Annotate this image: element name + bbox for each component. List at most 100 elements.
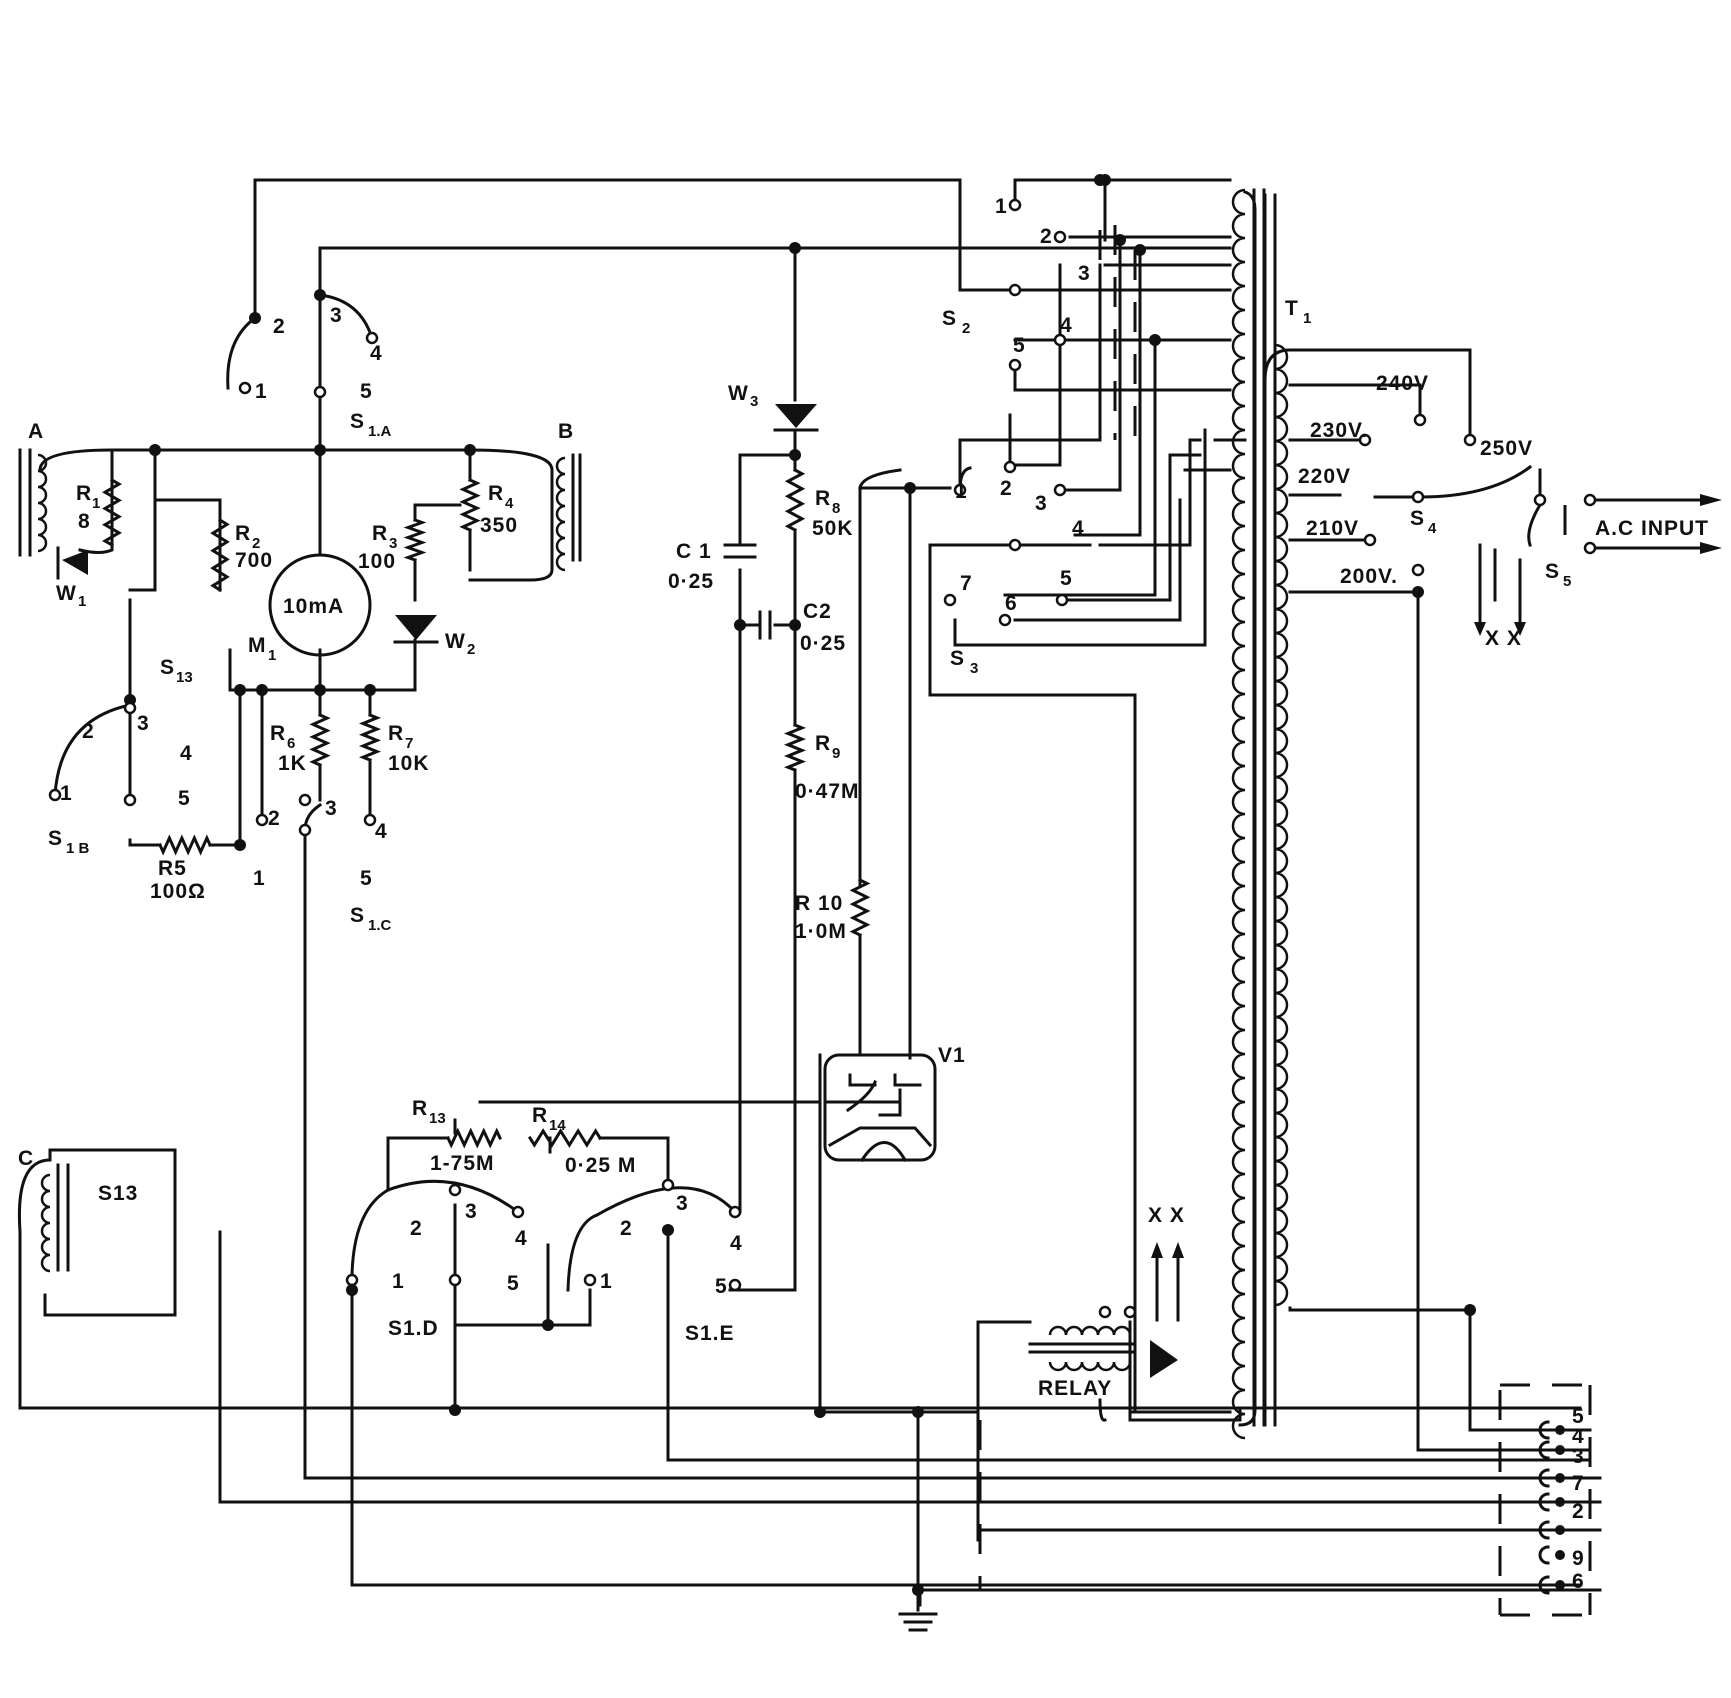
s1a-pos-4: 4 [370, 342, 383, 365]
s1e-pos-4: 4 [730, 1232, 743, 1255]
plug-pin-dot-3 [1555, 1497, 1565, 1507]
valve-v1 [823, 1053, 937, 1163]
junction-19 [1149, 334, 1161, 346]
terminal-5 [123, 701, 137, 715]
s1e-pos-1: 1 [600, 1270, 613, 1293]
plug-pin-dot-5 [1555, 1550, 1565, 1560]
label-c1: C 1 [676, 540, 712, 563]
terminal-6 [298, 823, 312, 837]
label-r1: R [76, 482, 92, 505]
s1c-pos-5: 5 [360, 867, 373, 890]
s3-pos-1: 1 [955, 480, 968, 503]
s1b-pos-4: 4 [180, 742, 193, 765]
label-r13-val: 1-75M [430, 1152, 495, 1175]
terminal-20 [998, 613, 1012, 627]
label-s1a: S [350, 410, 365, 433]
terminal-29 [1583, 493, 1597, 507]
resistor-r1 [102, 477, 122, 548]
diodes [56, 404, 819, 644]
junction-1 [249, 312, 261, 324]
terminal-33 [511, 1205, 525, 1219]
resistor-r4 [459, 478, 481, 532]
plug-pin-dot-1 [1555, 1445, 1565, 1455]
terminal-30 [1583, 541, 1597, 555]
s2-pos-1: 1 [995, 195, 1008, 218]
plug-pin-dot-6 [1555, 1580, 1565, 1590]
label-s1c: S [350, 904, 365, 927]
label-r8: R [815, 487, 831, 510]
label-r10: R 10 [795, 892, 843, 915]
label-r9: R [815, 732, 831, 755]
terminal-25 [1363, 533, 1377, 547]
s3-pos-6: 6 [1005, 592, 1018, 615]
plug-pin-7: 7 [1572, 1472, 1585, 1495]
label-v1: V1 [938, 1044, 966, 1067]
label-s13-sub: 13 [176, 669, 193, 686]
terminal-22 [1413, 413, 1427, 427]
label-r8-val: 50K [812, 517, 854, 540]
resistor-r9 [783, 723, 807, 772]
s1d-pos-1: 1 [392, 1270, 405, 1293]
label-s1a-sub: 1.A [368, 423, 392, 440]
component-labels: A B C R 1 8 R 2 700 R 3 100 R 4 350 R5 1… [18, 195, 1708, 1593]
label-s1b: S [48, 827, 63, 850]
label-w3: W [728, 382, 749, 405]
s1b-pos-1: 1 [60, 782, 73, 805]
terminal-1 [313, 385, 327, 399]
label-r9-val: 0·47M [795, 780, 860, 803]
label-r5: R5 [158, 857, 187, 880]
label-r2-sub: 2 [252, 535, 260, 552]
label-r13: R [412, 1097, 428, 1120]
label-relay: RELAY [1038, 1377, 1112, 1400]
label-200v: 200V. [1340, 565, 1398, 588]
label-r1-sub: 1 [92, 495, 100, 512]
plug-pin-9: 9 [1572, 1547, 1585, 1570]
s3-pos-5: 5 [1060, 567, 1073, 590]
s3-pos-3: 3 [1035, 492, 1048, 515]
label-s5: S [1545, 560, 1560, 583]
junction-20 [1464, 1304, 1476, 1316]
label-r6-val: 1K [278, 752, 307, 775]
terminal-19 [1055, 593, 1069, 607]
label-meter: 10mA [283, 595, 344, 618]
label-r6: R [270, 722, 286, 745]
s1e-pos-3: 3 [676, 1192, 689, 1215]
junction-4 [464, 444, 476, 456]
label-s3-sub: 3 [970, 660, 978, 677]
resistors [102, 467, 871, 1149]
s1a-pos-5: 5 [360, 380, 373, 403]
junction-8 [364, 684, 376, 696]
label-r2-val: 700 [235, 549, 273, 572]
switch-terminals [48, 198, 1597, 1319]
label-r1-val: 8 [78, 510, 91, 533]
resistor-r8 [784, 467, 806, 533]
plug-socket-3 [1538, 1492, 1550, 1512]
s1d-pos-4: 4 [515, 1227, 528, 1250]
resistor-r13 [446, 1127, 502, 1149]
terminal-0 [238, 381, 252, 395]
terminal-7 [298, 793, 312, 807]
label-w1-sub: 1 [78, 593, 86, 610]
s3-pos-7: 7 [960, 572, 973, 595]
s1c-pos-2: 2 [268, 807, 281, 830]
junction-11 [789, 242, 801, 254]
junction-10 [234, 839, 246, 851]
resistor-r6 [309, 713, 331, 767]
s1d-pos-3: 3 [465, 1200, 478, 1223]
junction-24 [814, 1406, 826, 1418]
junction-22 [912, 1406, 924, 1418]
resistor-r5 [158, 834, 212, 856]
label-r7-sub: 7 [405, 735, 413, 752]
resistor-r10 [849, 877, 871, 938]
s1c-pos-3: 3 [325, 797, 338, 820]
resistor-r2 [210, 517, 230, 593]
terminal-9 [363, 813, 377, 827]
transformer-t1 [1231, 188, 1289, 1440]
wiring [18, 178, 1712, 1632]
junction-7 [256, 684, 268, 696]
plug-socket-6 [1538, 1575, 1550, 1595]
junction-3 [314, 444, 326, 456]
label-w1: W [56, 582, 77, 605]
plug-socket-0 [1538, 1420, 1550, 1440]
terminal-24 [1411, 490, 1425, 504]
